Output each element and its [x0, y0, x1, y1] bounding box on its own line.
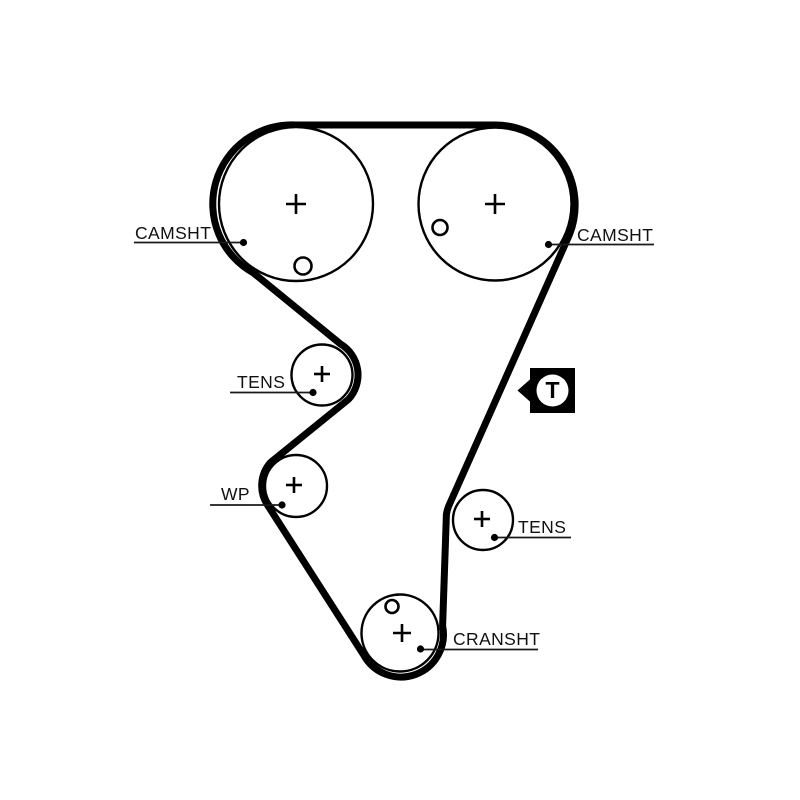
tensioner-left-center-cross-icon: [314, 366, 330, 382]
leader-lines: [134, 241, 654, 651]
timing-marker-arrow-icon: [517, 378, 531, 403]
label-water-pump: WP: [221, 484, 250, 504]
label-crankshaft: CRANSHT: [453, 629, 541, 649]
crankshaft-leader-dot: [416, 645, 425, 653]
label-camshaft-left: CAMSHT: [135, 223, 212, 243]
label-tensioner-left: TENS: [237, 372, 286, 392]
camshaft-right-bolt-hole: [431, 218, 449, 237]
tensioner-right-leader-dot: [490, 533, 499, 542]
water-pump-center-cross-icon: [286, 477, 302, 493]
crankshaft-center-cross-icon: [393, 624, 411, 642]
camshaft-left-bolt-hole: [293, 256, 313, 276]
tensioner-left-leader-dot: [309, 388, 317, 397]
timing-marker-letter: T: [545, 377, 560, 403]
timing-marker: [517, 368, 575, 413]
camshaft-left-center-cross-icon: [286, 194, 306, 214]
timing-marker-circle: [536, 374, 569, 407]
leader-dots: [239, 238, 553, 653]
tensioner-right-center-cross-icon: [474, 511, 490, 527]
water-pump-leader-dot: [278, 501, 286, 509]
label-tensioner-right: TENS: [518, 517, 567, 537]
camshaft-right-leader-dot: [544, 240, 553, 249]
label-camshaft-right: CAMSHT: [577, 225, 654, 245]
camshaft-right-center-cross-icon: [485, 194, 505, 214]
camshaft-left-leader-dot: [239, 238, 248, 247]
crankshaft-bolt-hole: [384, 598, 400, 615]
